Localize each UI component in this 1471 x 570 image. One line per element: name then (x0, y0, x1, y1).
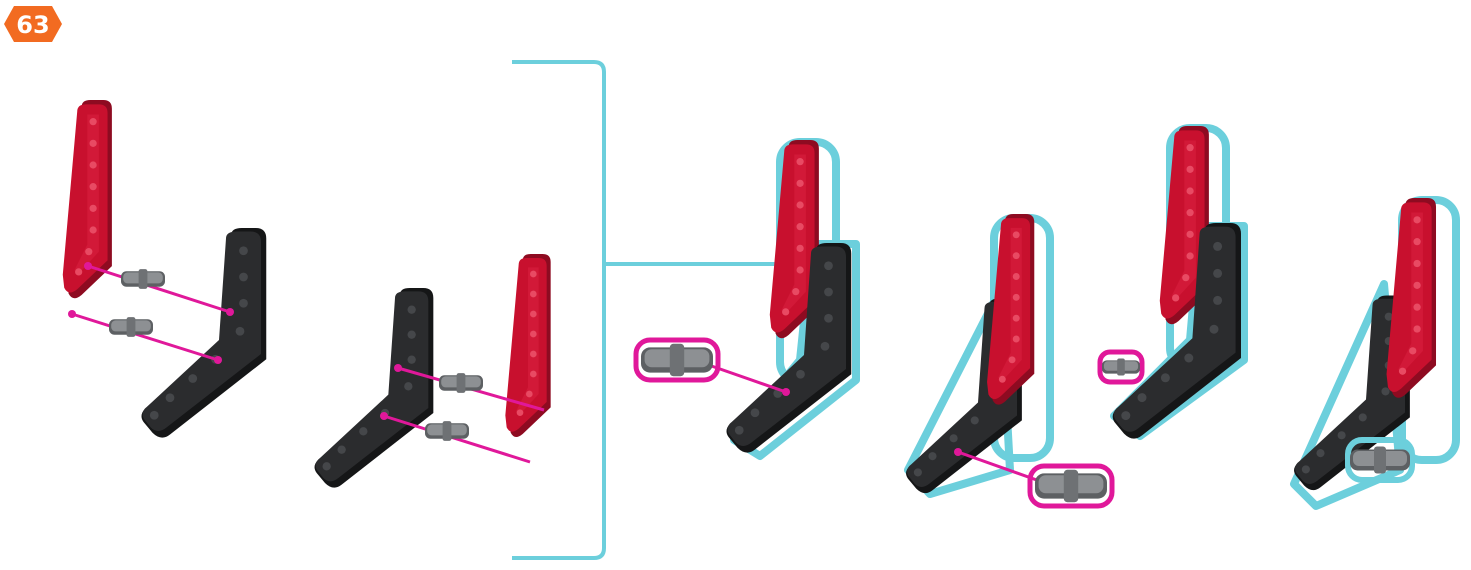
connector-pin (1350, 447, 1410, 474)
detail-step-3 (1100, 126, 1244, 439)
step-number-badge: 63 (4, 6, 62, 42)
sub-assembly-b (315, 254, 551, 488)
connector-pin (1035, 470, 1107, 502)
connector-pin (641, 344, 713, 376)
red-bent-beam (1387, 198, 1436, 398)
connector-pin (439, 373, 483, 393)
black-bent-beam (315, 288, 434, 488)
sub-assembly-a (63, 100, 266, 438)
connector-pin (121, 269, 165, 289)
detail-step-4 (1294, 198, 1456, 506)
connector-pin (109, 317, 153, 337)
detail-step-2 (906, 214, 1112, 506)
connector-pin (1102, 358, 1140, 375)
connector-pin (425, 421, 469, 441)
detail-step-1 (636, 140, 856, 456)
detail-bracket (512, 62, 790, 558)
black-bent-beam (142, 228, 267, 438)
step-number: 63 (16, 11, 49, 39)
